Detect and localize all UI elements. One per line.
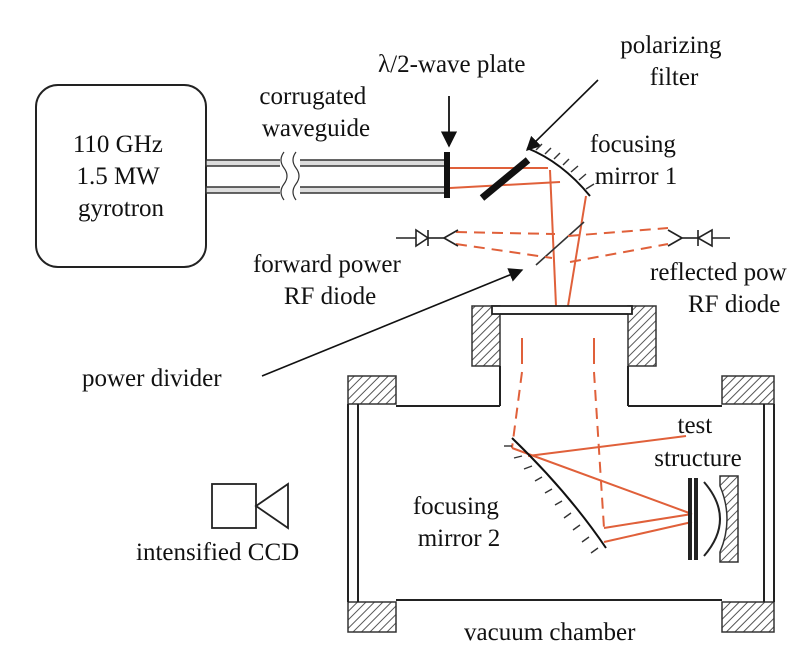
gyrotron bbox=[35, 84, 207, 268]
focusing-mirror-1 bbox=[526, 143, 595, 197]
gyrotron-label: 110 GHz 1.5 MW gyrotron bbox=[73, 131, 169, 222]
power-divider-label: power divider bbox=[82, 365, 222, 392]
forward-diode-label: forward power RF diode bbox=[253, 251, 407, 310]
ccd-label: intensified CCD bbox=[136, 539, 299, 566]
wave-plate-label: λ/2-wave plate bbox=[378, 51, 525, 78]
ccd-camera-icon bbox=[211, 482, 289, 530]
reflected-diode-label: reflected pow RF diode bbox=[650, 259, 793, 318]
reflected-power-beams bbox=[567, 227, 669, 263]
forward-diode-icon bbox=[396, 228, 459, 248]
beam-chamber bbox=[511, 338, 693, 543]
focusing-mirror-2 bbox=[504, 437, 607, 554]
test-structure bbox=[688, 475, 739, 563]
test-structure-label: test structure bbox=[654, 412, 741, 472]
chamber-top-port bbox=[471, 305, 657, 406]
focusing-mirror-1-label: focusing mirror 1 bbox=[590, 131, 682, 190]
corrugated-waveguide bbox=[205, 150, 447, 202]
beam-vertical bbox=[549, 169, 587, 307]
beam-input bbox=[449, 167, 561, 189]
vacuum-chamber bbox=[347, 375, 775, 633]
vacuum-chamber-label: vacuum chamber bbox=[464, 619, 636, 646]
reflected-diode-icon bbox=[667, 228, 730, 248]
forward-power-beams bbox=[455, 231, 556, 259]
polarizing-filter bbox=[479, 79, 599, 201]
power-divider bbox=[261, 221, 585, 377]
waveguide-label: corrugated waveguide bbox=[259, 83, 372, 142]
half-wave-plate bbox=[440, 96, 458, 198]
focusing-mirror-2-label: focusing mirror 2 bbox=[413, 493, 505, 552]
polarizing-filter-label: polarizing filter bbox=[620, 32, 728, 91]
